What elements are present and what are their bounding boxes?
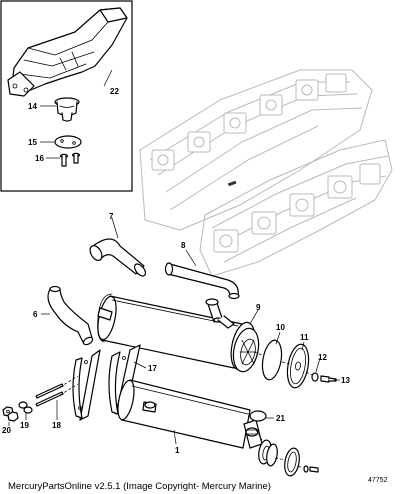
part-18-studs[interactable] [35, 383, 64, 407]
callout-16: 16 [35, 154, 44, 163]
callout-19: 19 [20, 421, 29, 430]
part-11-end-cover[interactable] [284, 343, 311, 390]
lower-end-parts[interactable] [257, 439, 319, 477]
part-20-nuts[interactable] [2, 406, 19, 422]
callout-1: 1 [175, 446, 180, 455]
callout-11: 11 [300, 333, 309, 342]
callout-9: 9 [256, 303, 261, 312]
part-10-gasket[interactable] [260, 339, 285, 382]
figure-number: 47752 [368, 477, 388, 484]
copyright-text: MercuryPartsOnline v2.5.1 (Image Copyrig… [8, 481, 271, 492]
callout-15: 15 [28, 138, 37, 147]
inset-box: 22 14 15 16 [0, 0, 133, 192]
part-1-heat-exchanger[interactable] [115, 379, 263, 449]
callout-22: 22 [110, 87, 119, 96]
callout-18: 18 [52, 421, 61, 430]
callout-8: 8 [181, 241, 186, 250]
part-15-gasket[interactable] [54, 135, 82, 149]
part-12-washer[interactable] [311, 372, 319, 382]
end-cap-detail [232, 327, 260, 373]
callout-6: 6 [33, 310, 38, 319]
callout-14: 14 [28, 102, 37, 111]
part-7-hose[interactable] [88, 238, 148, 278]
callout-20: 20 [2, 426, 11, 435]
callout-21: 21 [276, 414, 285, 423]
callout-13: 13 [341, 376, 350, 385]
part-8-hose[interactable] [164, 262, 240, 300]
assembly-lines [59, 351, 313, 469]
part-21-o-ring[interactable] [249, 410, 267, 422]
part-22-exhaust-elbow[interactable] [7, 7, 128, 97]
callout-7: 7 [109, 212, 114, 221]
part-18-bracket-left[interactable] [72, 349, 101, 421]
part-16-screws[interactable] [59, 152, 81, 167]
part-13-screw[interactable] [320, 375, 337, 383]
part-14-thermostat[interactable] [54, 97, 80, 122]
callout-17: 17 [148, 364, 157, 373]
part-6-hose[interactable] [47, 285, 94, 347]
engine-block-ghost [139, 69, 393, 277]
callout-12: 12 [318, 353, 327, 362]
part-19-washers[interactable] [18, 401, 33, 414]
callout-10: 10 [276, 323, 285, 332]
